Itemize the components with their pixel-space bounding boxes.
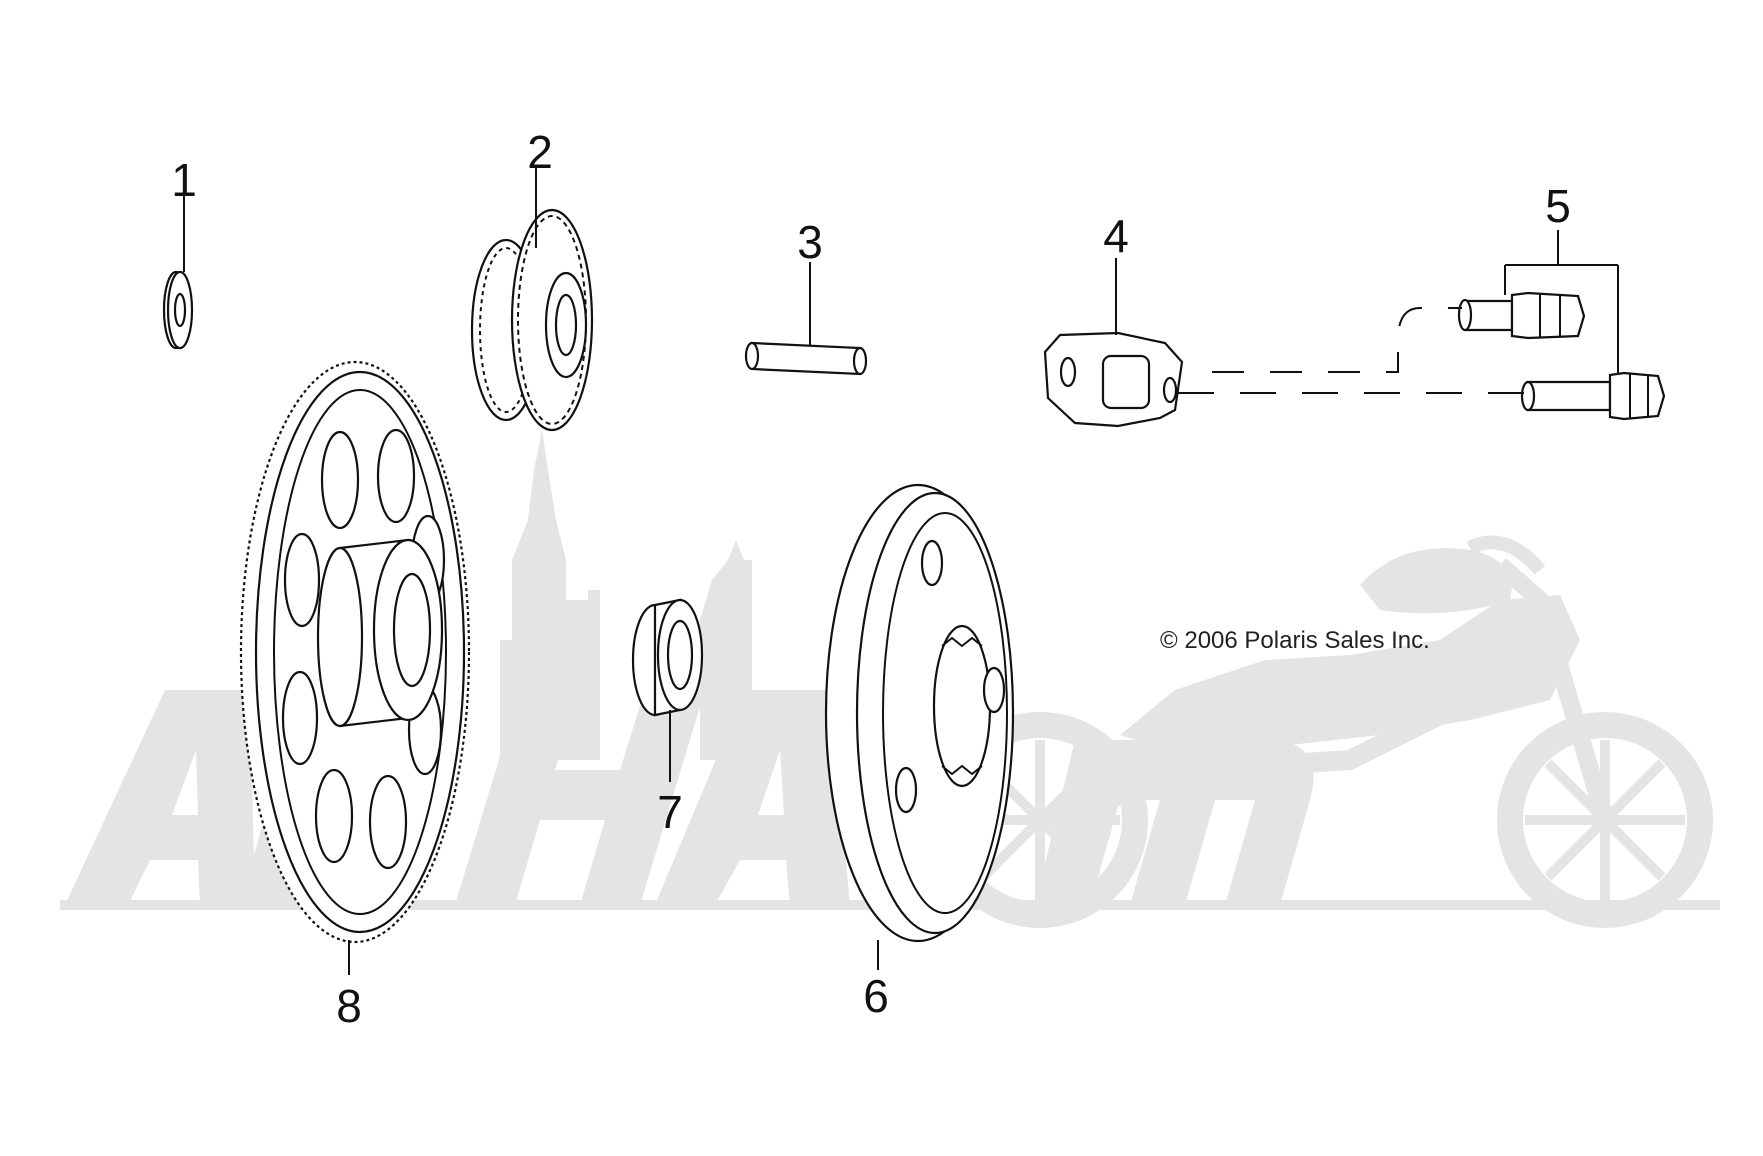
- watermark-motorcycle-fork: [1494, 558, 1614, 823]
- part-7-bushing: [631, 598, 704, 782]
- watermark-motorcycle-frame: [1037, 691, 1475, 830]
- part-8-holes: [281, 428, 446, 870]
- callout-2: 2: [527, 126, 553, 178]
- copyright-text: © 2006 Polaris Sales Inc.: [1160, 627, 1430, 654]
- callout-8: 8: [336, 980, 362, 1032]
- callout-7: 7: [657, 786, 683, 838]
- watermark-tower: [500, 430, 752, 760]
- part-1-washer: [162, 170, 194, 350]
- watermark-wheel-rear: [1497, 712, 1713, 928]
- watermark-motorcycle-body: [1120, 595, 1580, 760]
- part-6-clutch: [824, 483, 1015, 970]
- watermark-motorcycle-tank: [1360, 548, 1512, 614]
- callout-5: 5: [1545, 180, 1571, 232]
- part-4-plate: [1043, 258, 1184, 428]
- callout-4: 4: [1103, 210, 1129, 262]
- callout-labels: 1 2 3 4 5 6 7 8: [171, 126, 1571, 1032]
- part-5-bolts: [1178, 230, 1666, 421]
- callout-6: 6: [863, 970, 889, 1022]
- watermark-motorcycle-bars: [1466, 535, 1546, 575]
- callout-3: 3: [797, 216, 823, 268]
- part-3-shaft: [744, 262, 868, 376]
- part-8-ring-gear: [239, 360, 471, 975]
- part-2-gear: [470, 168, 594, 432]
- callout-1: 1: [171, 154, 197, 206]
